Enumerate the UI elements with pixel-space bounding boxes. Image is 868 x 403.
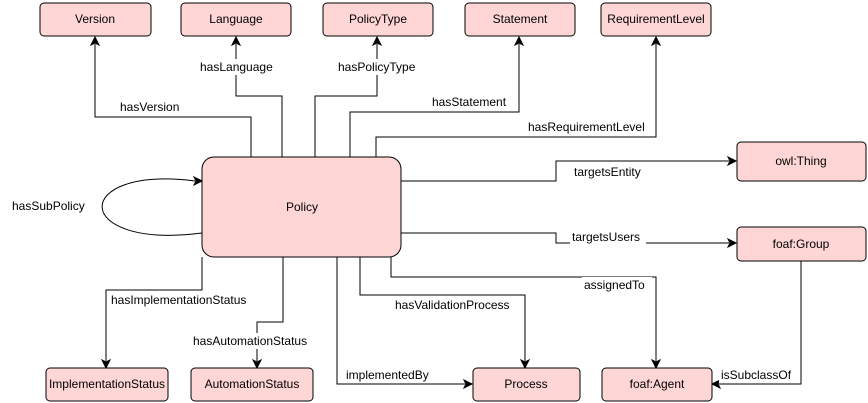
edge-implemented-by bbox=[336, 257, 474, 390]
edge-targets-users bbox=[401, 232, 738, 249]
edge-has-language bbox=[230, 35, 283, 157]
node-language: Language bbox=[180, 2, 292, 37]
node-automation-status-label: AutomationStatus bbox=[205, 377, 300, 391]
node-requirement-level-label: RequirementLevel bbox=[607, 12, 704, 26]
label-has-policy-type: hasPolicyType bbox=[338, 60, 416, 74]
label-has-validation-process: hasValidationProcess bbox=[395, 298, 510, 312]
node-process-label: Process bbox=[504, 377, 547, 391]
edge-labels: hasVersion hasLanguage hasPolicyType has… bbox=[10, 59, 795, 383]
node-version-label: Version bbox=[75, 12, 115, 26]
edge-has-policy-type bbox=[314, 35, 383, 157]
node-foaf-group-label: foaf:Group bbox=[773, 237, 830, 251]
label-has-implementation-status: hasImplementationStatus bbox=[111, 293, 246, 307]
node-implementation-status: ImplementationStatus bbox=[45, 367, 169, 402]
edge-is-subclass-of bbox=[710, 261, 802, 390]
node-statement-label: Statement bbox=[493, 12, 548, 26]
label-has-statement: hasStatement bbox=[432, 95, 507, 109]
node-policy: Policy bbox=[201, 156, 402, 258]
edge-targets-entity bbox=[401, 155, 738, 182]
node-statement: Statement bbox=[464, 2, 576, 37]
label-has-version: hasVersion bbox=[120, 100, 179, 114]
edge-has-version bbox=[89, 35, 252, 157]
node-language-label: Language bbox=[209, 12, 263, 26]
node-process: Process bbox=[472, 367, 581, 402]
node-implementation-status-label: ImplementationStatus bbox=[49, 377, 165, 391]
edge-has-sub-policy bbox=[101, 175, 204, 236]
edge-has-requirement-level bbox=[375, 35, 662, 157]
label-targets-entity: targetsEntity bbox=[574, 165, 641, 179]
label-targets-users: targetsUsers bbox=[572, 230, 640, 244]
node-requirement-level: RequirementLevel bbox=[600, 2, 712, 37]
edge-assigned-to bbox=[390, 257, 662, 370]
edge-has-implementation-status bbox=[100, 257, 203, 370]
label-has-automation-status: hasAutomationStatus bbox=[193, 334, 307, 348]
label-implemented-by: implementedBy bbox=[346, 368, 429, 382]
node-foaf-agent-label: foaf:Agent bbox=[630, 377, 685, 391]
node-owl-thing-label: owl:Thing bbox=[775, 154, 826, 168]
label-has-language: hasLanguage bbox=[200, 60, 273, 74]
node-policy-type: PolicyType bbox=[322, 2, 434, 37]
node-foaf-group: foaf:Group bbox=[736, 226, 867, 262]
label-is-subclass-of: isSubclassOf bbox=[721, 368, 792, 382]
node-version: Version bbox=[39, 2, 152, 37]
edge-has-automation-status bbox=[251, 257, 284, 370]
edge-has-validation-process bbox=[359, 257, 531, 370]
label-assigned-to: assignedTo bbox=[584, 278, 645, 292]
node-foaf-agent: foaf:Agent bbox=[601, 367, 713, 402]
node-owl-thing: owl:Thing bbox=[736, 141, 867, 182]
node-policy-label: Policy bbox=[286, 200, 318, 214]
label-has-sub-policy: hasSubPolicy bbox=[12, 199, 85, 213]
edge-has-statement bbox=[349, 35, 525, 157]
node-policy-type-label: PolicyType bbox=[349, 12, 407, 26]
label-has-requirement-level: hasRequirementLevel bbox=[528, 120, 645, 134]
node-automation-status: AutomationStatus bbox=[190, 367, 314, 402]
